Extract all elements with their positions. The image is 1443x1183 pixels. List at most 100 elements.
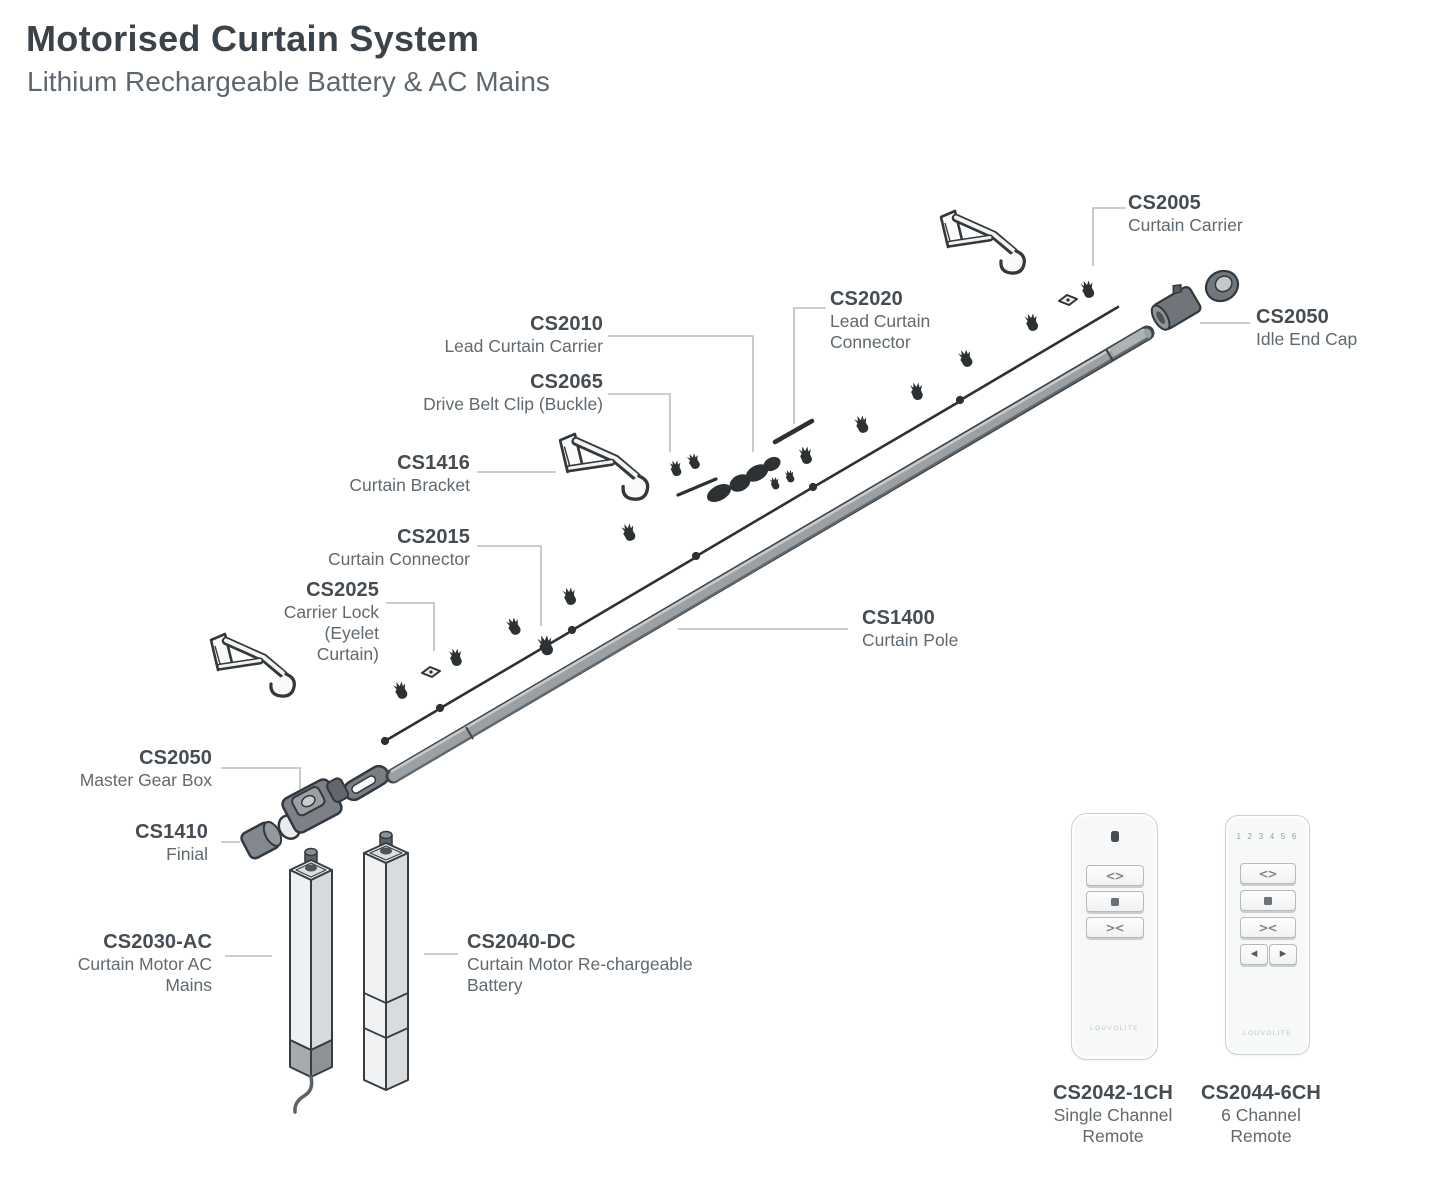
part-code: CS2020 — [830, 288, 903, 310]
part-name: Drive Belt Clip (Buckle) — [423, 394, 603, 415]
part-name: Curtain Carrier — [1128, 215, 1243, 236]
curtain-bracket-middle — [560, 434, 648, 499]
curtain-carrier-clip — [853, 413, 871, 435]
curtain-carrier-clip — [798, 444, 814, 466]
part-code: CS2015 — [397, 526, 470, 548]
leader-cs2010 — [608, 335, 754, 452]
open-glyph: <> — [1258, 866, 1277, 881]
part-name: Curtain Connector — [327, 549, 470, 570]
brand-text: LOUVOLITE — [1242, 1030, 1293, 1037]
curtain-carrier-clip — [448, 647, 464, 667]
leader-lines — [221, 207, 1250, 957]
part-code: CS1410 — [135, 821, 208, 843]
part-code: CS2025 — [306, 579, 379, 601]
part-name: Curtain Motor Re-chargeable Battery — [467, 954, 693, 996]
belt-segment — [676, 477, 718, 497]
channel-left-button: ◀ — [1240, 944, 1268, 965]
channel-numbers: 1 2 3 4 5 6 — [1236, 832, 1299, 841]
open-glyph: <> — [1105, 868, 1124, 883]
label-cs2020: CS2020 Lead Curtain Connector — [830, 288, 930, 353]
dc-motor-part — [363, 830, 409, 1091]
curtain-carrier-clip — [909, 381, 925, 401]
small-clip — [769, 475, 781, 491]
label-cs2025: CS2025 Carrier Lock (Eyelet Curtain) — [284, 579, 379, 665]
stop-square-icon — [1263, 896, 1272, 905]
led-indicator — [1110, 831, 1119, 842]
part-code: CS2044-6CH — [1201, 1082, 1321, 1104]
curtain-connector-part — [536, 633, 556, 657]
part-name: Carrier Lock (Eyelet Curtain) — [283, 602, 379, 665]
part-name: Finial — [166, 844, 208, 865]
remote-single-channel: <> >< LOUVOLITE — [1071, 813, 1158, 1060]
part-code: CS2050 — [139, 747, 212, 769]
leader-cs2050-gear — [221, 767, 301, 789]
leader-cs2025 — [386, 602, 435, 651]
part-code: CS1416 — [397, 452, 470, 474]
curtain-bracket-top — [941, 211, 1024, 273]
label-cs2015: CS2015 Curtain Connector — [328, 526, 470, 570]
label-cs2042-1ch: CS2042-1CH Single Channel Remote — [1033, 1082, 1193, 1147]
label-cs1416: CS1416 Curtain Bracket — [349, 452, 470, 496]
part-name: Master Gear Box — [79, 770, 212, 791]
drive-belt-clip — [669, 458, 683, 478]
close-glyph: >< — [1105, 920, 1124, 935]
pole-end-tab — [343, 764, 390, 802]
part-code: CS2010 — [530, 313, 603, 335]
remote-stop-button — [1239, 890, 1296, 911]
leader-cs2065 — [608, 393, 671, 452]
remote-close-button: >< — [1239, 917, 1296, 938]
part-code: CS2005 — [1128, 192, 1201, 214]
part-name: 6 Channel Remote — [1221, 1105, 1301, 1147]
leader-cs2020 — [793, 307, 826, 424]
label-cs2010: CS2010 Lead Curtain Carrier — [444, 313, 603, 357]
stop-square-icon — [1110, 897, 1119, 906]
close-glyph: >< — [1258, 920, 1277, 935]
drive-belt-clip — [686, 451, 702, 471]
part-name: Single Channel Remote — [1053, 1105, 1173, 1147]
remote-six-channel: 1 2 3 4 5 6 <> >< ◀ ▶ LOUVOLITE — [1225, 815, 1310, 1055]
label-cs2005: CS2005 Curtain Carrier — [1128, 192, 1243, 236]
lead-carrier-cluster — [706, 456, 781, 503]
part-code: CS2040-DC — [467, 931, 576, 953]
leader-cs2005 — [1092, 207, 1126, 266]
curtain-carrier-clip — [1024, 311, 1040, 333]
brand-text: LOUVOLITE — [1089, 1025, 1140, 1032]
label-cs1410: CS1410 Finial — [135, 821, 208, 865]
part-code: CS2042-1CH — [1053, 1082, 1173, 1104]
idle-end-cap-part — [1204, 269, 1240, 303]
ac-motor-part — [289, 847, 333, 1114]
master-gear-box-part — [277, 777, 350, 840]
part-code: CS2065 — [530, 371, 603, 393]
remote-stop-button — [1085, 891, 1144, 912]
part-name: Lead Curtain Connector — [830, 311, 931, 353]
label-cs2050-master-gear-box: CS2050 Master Gear Box — [80, 747, 212, 791]
page-subtitle: Lithium Rechargeable Battery & AC Mains — [27, 66, 550, 97]
curtain-carrier-clip — [505, 615, 523, 637]
small-clip — [784, 468, 796, 484]
right-arrow-icon: ▶ — [1279, 949, 1287, 960]
part-name: Curtain Bracket — [349, 475, 470, 496]
remote-open-button: <> — [1239, 863, 1296, 884]
part-name: Curtain Pole — [862, 630, 959, 651]
label-cs2030-ac: CS2030-AC Curtain Motor AC Mains — [78, 931, 212, 996]
curtain-carrier-clip — [957, 347, 975, 369]
power-cable — [293, 1075, 314, 1114]
carrier-lock-part — [1058, 294, 1078, 306]
part-code: CS2030-AC — [103, 931, 212, 953]
idle-end-adapter — [1150, 284, 1202, 331]
part-name: Curtain Motor AC Mains — [77, 954, 212, 996]
remote-open-button: <> — [1085, 865, 1144, 886]
curtain-carrier-clip — [1079, 278, 1097, 300]
finial-part — [240, 820, 283, 860]
label-cs1400: CS1400 Curtain Pole — [862, 607, 958, 651]
curtain-carrier-clip — [392, 679, 410, 701]
label-cs2040-dc: CS2040-DC Curtain Motor Re-chargeable Ba… — [467, 931, 693, 996]
page-title: Motorised Curtain System — [26, 18, 480, 59]
part-name: Lead Curtain Carrier — [444, 336, 603, 357]
curtain-carrier-clip — [620, 521, 638, 543]
part-code: CS2050 — [1256, 306, 1329, 328]
curtain-carrier-clip — [562, 585, 578, 607]
remote-close-button: >< — [1085, 917, 1144, 938]
